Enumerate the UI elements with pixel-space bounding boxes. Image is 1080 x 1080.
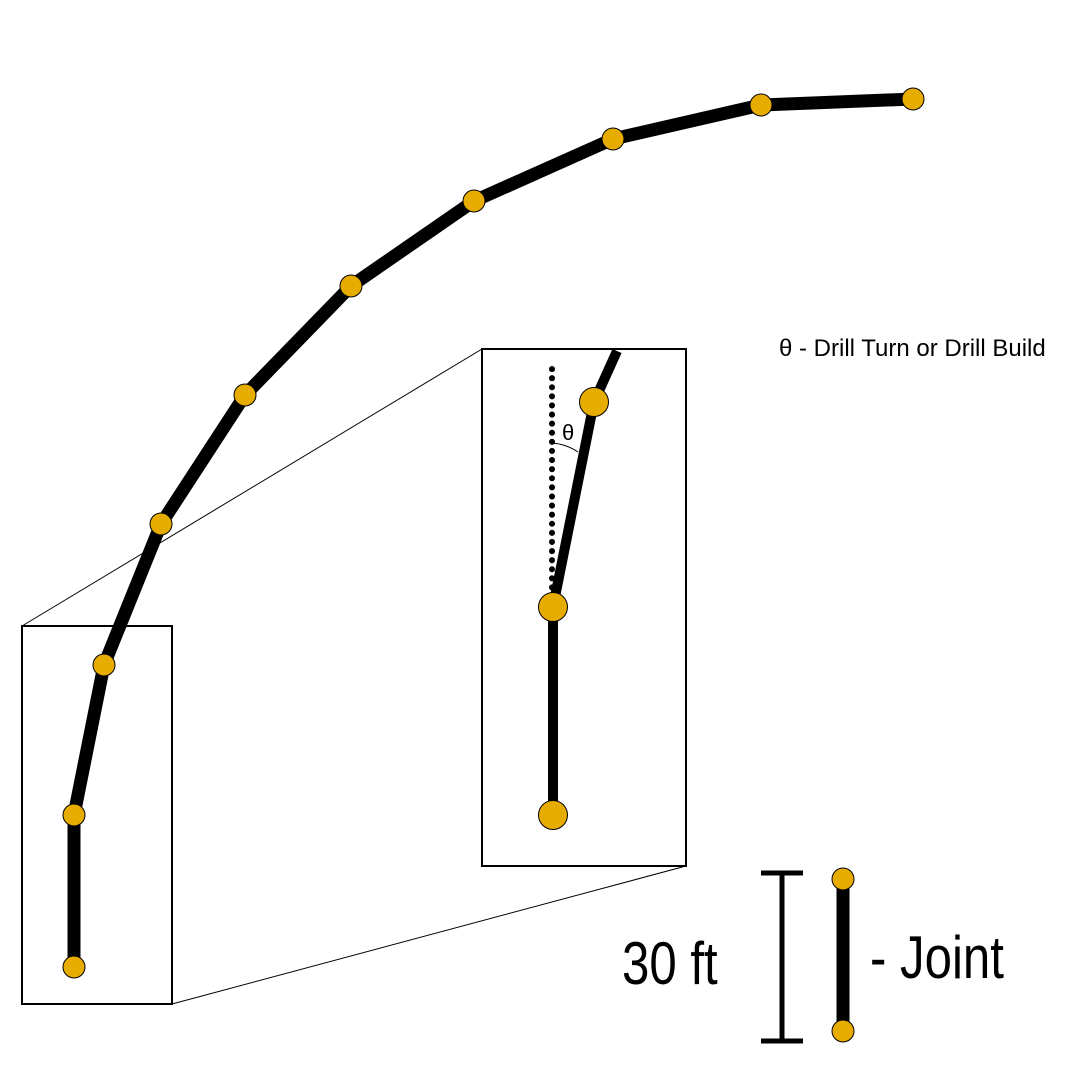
joint-legend-joint-top (831, 867, 855, 891)
joint-legend-joint-bottom (831, 1019, 855, 1043)
well-joint (62, 803, 86, 827)
inset-joint (579, 387, 609, 417)
theta-legend-text: θ - Drill Turn or Drill Build (779, 335, 1046, 362)
well-joint (233, 383, 257, 407)
well-joint (462, 189, 486, 213)
inset-pipe-upper (548, 401, 599, 608)
well-path-pipe (67, 92, 920, 974)
zoom-connector-top (21, 348, 483, 627)
scale-bar: 30 ft (622, 870, 803, 1044)
inset-joint (538, 800, 568, 830)
inset-joint (538, 592, 568, 622)
well-joint (901, 87, 925, 111)
joint-legend-label: - Joint (870, 923, 1004, 991)
well-joint (149, 512, 173, 536)
scale-length-label: 30 ft (622, 929, 718, 997)
inset-theta-label: θ (562, 420, 574, 445)
well-joint (339, 274, 363, 298)
well-path (62, 87, 925, 979)
well-joint (749, 93, 773, 117)
detail-region-box (21, 625, 173, 1005)
well-joint (92, 653, 116, 677)
inset-zoom: θ (481, 348, 687, 867)
well-joint (62, 955, 86, 979)
well-joint (601, 127, 625, 151)
joint-legend: - Joint (831, 867, 1004, 1043)
zoom-connector-bottom (171, 865, 687, 1005)
theta-angle-arc (551, 442, 579, 453)
